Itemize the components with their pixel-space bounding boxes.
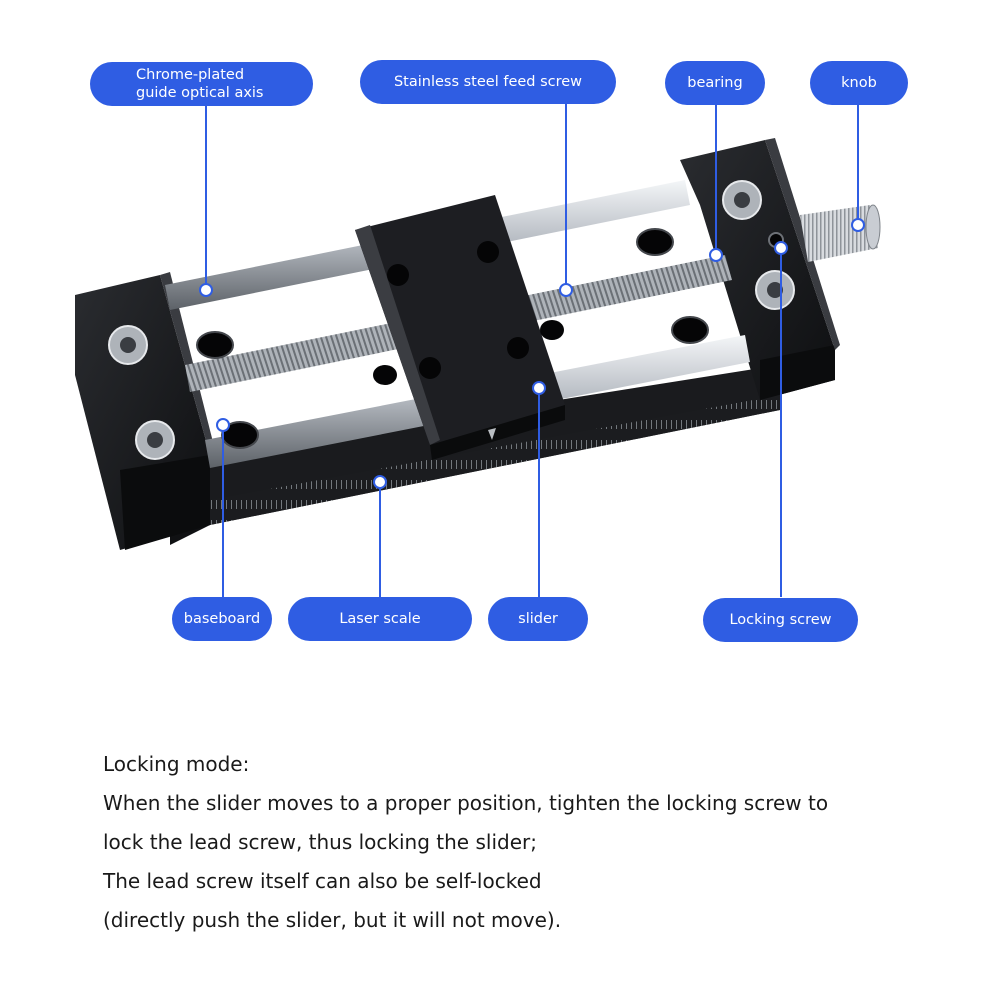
dot-feed-screw	[559, 283, 573, 297]
caption-line-1: Locking mode:	[103, 752, 250, 776]
dot-knob	[851, 218, 865, 232]
slider-carriage	[355, 195, 565, 460]
dot-bearing	[709, 248, 723, 262]
caption-line-3: lock the lead screw, thus locking the sl…	[103, 830, 537, 854]
label-slider: slider	[488, 597, 588, 641]
label-guide-axis-line1: Chrome-plated	[136, 67, 245, 83]
label-knob: knob	[810, 61, 908, 105]
dot-baseboard	[216, 418, 230, 432]
left-end-block	[75, 272, 215, 550]
leader-lines	[205, 103, 859, 597]
anchor-dots	[199, 218, 865, 489]
knob-body	[800, 204, 881, 262]
right-end-block	[680, 138, 840, 400]
label-guide-axis-line2: guide optical axis	[136, 85, 264, 101]
dot-slider	[532, 381, 546, 395]
label-bearing: bearing	[665, 61, 765, 105]
socket-screws	[108, 180, 795, 460]
label-laser-scale: Laser scale	[288, 597, 472, 641]
locking-mode-caption: Locking mode: When the slider moves to a…	[103, 748, 963, 943]
base-holes	[196, 228, 709, 449]
dot-guide-axis	[199, 283, 213, 297]
label-guide-axis: Chrome-plated guide optical axis	[90, 62, 313, 106]
caption-line-2: When the slider moves to a proper positi…	[103, 791, 829, 815]
dot-locking-screw	[774, 241, 788, 255]
label-feed-screw: Stainless steel feed screw	[360, 60, 616, 104]
dot-laser-scale	[373, 475, 387, 489]
caption-line-4: The lead screw itself can also be self-l…	[103, 869, 542, 893]
caption-line-5: (directly push the slider, but it will n…	[103, 908, 562, 932]
label-locking-screw: Locking screw	[703, 598, 858, 642]
label-baseboard: baseboard	[172, 597, 272, 641]
